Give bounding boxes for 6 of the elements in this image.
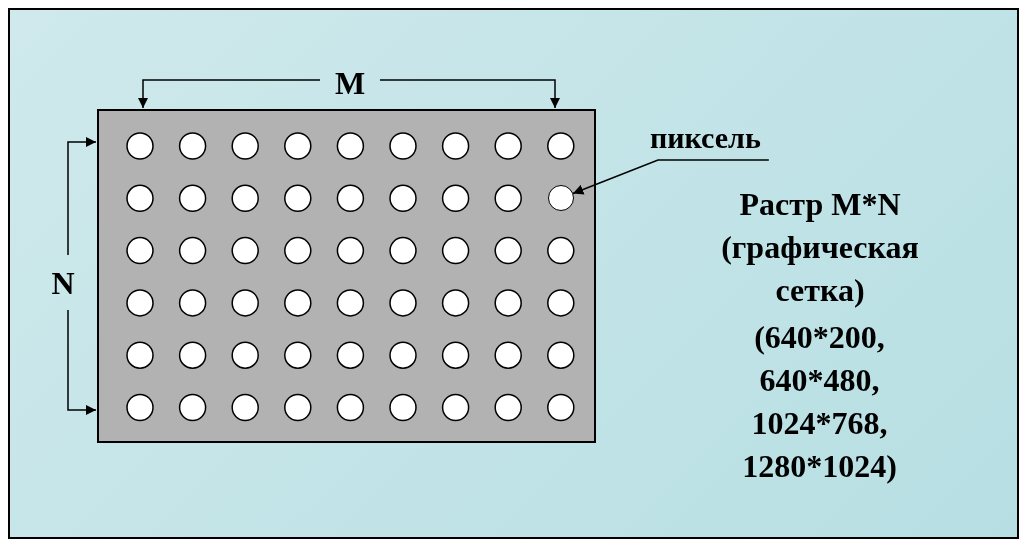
leader-line (572, 159, 770, 195)
pixel-label: пиксель (650, 118, 761, 158)
raster-title: Растр M*N (графическая сетка) (720, 185, 920, 310)
resolution-list: (640*200, 640*480, 1024*768, 1280*1024) (732, 316, 907, 488)
dimension-label: M (333, 64, 367, 103)
dimension-label: N (50, 264, 76, 303)
